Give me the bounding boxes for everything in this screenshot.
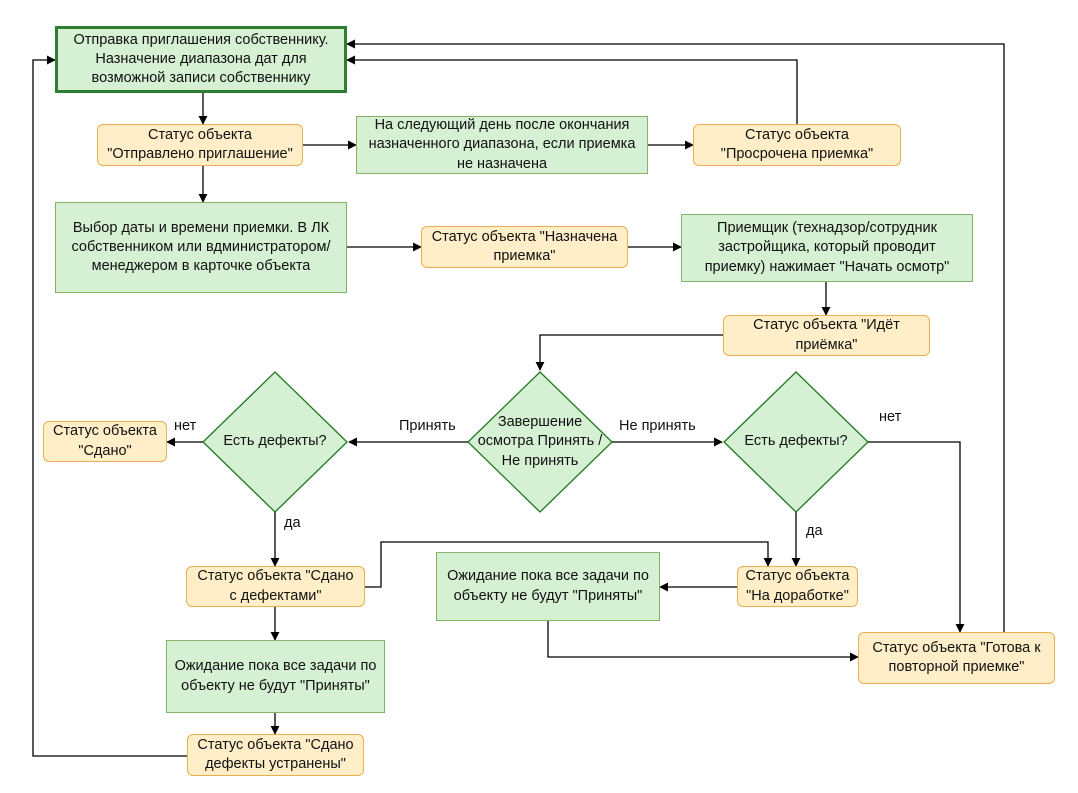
decision-defects-left-text: Есть дефекты? <box>223 433 327 450</box>
status-scheduled-text: Статус объекта "Назначена приемка" <box>431 228 618 264</box>
status-handed-box: Статус объекта "Сдано" <box>43 421 167 462</box>
status-invited-text: Статус объекта "Отправлено приглашение" <box>107 126 293 162</box>
status-handed-defects-box: Статус объекта "Сдано с дефектами" <box>186 566 365 607</box>
status-overdue-text: Статус объекта "Просрочена приемка" <box>720 126 874 162</box>
edge-label-accept: Принять <box>399 418 456 434</box>
inspector-start-box: Приемщик (технадзор/сотрудник застройщик… <box>681 214 973 282</box>
status-handed-text: Статус объекта "Сдано" <box>53 423 157 459</box>
status-overdue-box: Статус объекта "Просрочена приемка" <box>693 124 901 166</box>
status-invited-box: Статус объекта "Отправлено приглашение" <box>97 124 303 166</box>
edge-defects-right-to-ready <box>868 441 965 633</box>
status-scheduled-box: Статус объекта "Назначена приемка" <box>421 226 628 268</box>
decision-defects-right-text: Есть дефекты? <box>744 433 848 450</box>
status-ready-again-box: Статус объекта "Готова к повторной прием… <box>858 632 1055 684</box>
edge-handed-defects-to-rework <box>365 541 773 588</box>
edge-label-yes-left: да <box>284 515 301 531</box>
edge-fixed-to-invite <box>32 55 187 757</box>
decision-diamond-finish <box>467 371 613 513</box>
decision-finish-label: Завершение осмотра Принять / Не принять <box>468 402 612 482</box>
wait-tasks-left-text: Ожидание пока все задачи по объекту не б… <box>174 658 377 694</box>
next-day-text: На следующий день после окончания назнач… <box>368 117 636 172</box>
status-handed-defects-text: Статус объекта "Сдано с дефектами" <box>197 568 354 604</box>
status-in-progress-box: Статус объекта "Идёт приёмка" <box>723 315 930 356</box>
edge-label-no-left: нет <box>174 418 197 434</box>
edge-overdue-to-invite <box>346 55 798 124</box>
status-ready-again-text: Статус объекта "Готова к повторной прием… <box>872 639 1041 675</box>
wait-tasks-right-box: Ожидание пока все задачи по объекту не б… <box>436 552 660 621</box>
choose-date-text: Выбор даты и времени приемки. В ЛК собст… <box>71 219 331 275</box>
decision-defects-left-label: Есть дефекты? <box>203 430 347 454</box>
edge-label-reject: Не принять <box>619 418 696 434</box>
status-rework-box: Статус объекта "На доработке" <box>737 566 858 607</box>
decision-defects-right-label: Есть дефекты? <box>724 430 868 454</box>
invite-owner-text: Отправка приглашения собственнику. Назна… <box>73 31 329 87</box>
status-in-progress-text: Статус объекта "Идёт приёмка" <box>753 317 900 353</box>
edge-wait-right-to-ready <box>547 621 859 662</box>
status-rework-text: Статус объекта "На доработке" <box>745 568 850 604</box>
inspector-start-text: Приемщик (технадзор/сотрудник застройщик… <box>704 220 950 275</box>
edge-ready-to-invite <box>346 39 1005 632</box>
edge-label-no-right: нет <box>879 409 902 425</box>
invite-owner-box: Отправка приглашения собственнику. Назна… <box>55 26 347 93</box>
edge-inprogress-to-finish <box>535 334 723 371</box>
wait-tasks-right-text: Ожидание пока все задачи по объекту не б… <box>447 568 649 604</box>
next-day-box: На следующий день после окончания назнач… <box>356 116 648 174</box>
decision-finish-text: Завершение осмотра Принять / Не принять <box>477 414 603 469</box>
edge-label-yes-right: да <box>806 523 823 539</box>
status-defects-fixed-text: Статус объекта "Сдано дефекты устранены" <box>197 736 354 772</box>
choose-date-box: Выбор даты и времени приемки. В ЛК собст… <box>55 202 347 293</box>
status-defects-fixed-box: Статус объекта "Сдано дефекты устранены" <box>187 734 364 776</box>
wait-tasks-left-box: Ожидание пока все задачи по объекту не б… <box>166 640 385 713</box>
